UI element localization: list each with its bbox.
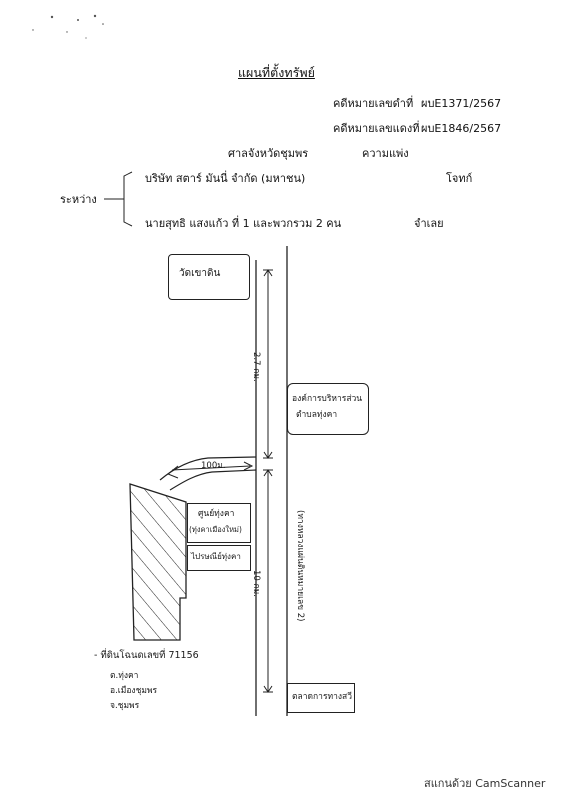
black-case-number: ผบE1371/2567 — [421, 97, 502, 110]
post-office-label: ไปรษณีย์ทุ่งคา — [191, 552, 241, 561]
temple-box: วัดเขาดิน — [168, 254, 250, 300]
location-district: อ.เมืองชุมพร — [110, 686, 158, 696]
location-subdistrict: ต.ทุ่งคา — [110, 671, 139, 681]
red-case-number: ผบE1846/2567 — [421, 122, 502, 135]
page-title: แผนที่ตั้งทรัพย์ — [238, 65, 315, 80]
admin-office-box: องค์การบริหารส่วน ตำบลทุ่งคา — [287, 383, 369, 435]
plaintiff-role: โจทก์ — [446, 172, 473, 185]
health-center-box: ศูนย์ทุ่งคา (ทุ่งคาเมืองใหม่) — [187, 503, 251, 543]
temple-label: วัดเขาดิน — [179, 268, 221, 279]
scanner-watermark: สแกนด้วย CamScanner — [424, 777, 546, 790]
between-label: ระหว่าง — [60, 193, 97, 206]
health-center-line1: ศูนย์ทุ่งคา — [198, 509, 235, 519]
defendant-role: จำเลย — [414, 217, 444, 230]
police-box: ตลาดการทางสวี — [287, 683, 355, 713]
location-province: จ.ชุมพร — [110, 701, 140, 711]
land-parcel — [129, 483, 187, 641]
road-name: (ทางหลวงแผ่นดินหมายเลข 2) — [295, 510, 305, 622]
plaintiff-name: บริษัท สตาร์ มันนี่ จำกัด (มหาชน) — [145, 172, 306, 185]
court-name: ศาลจังหวัดชุมพร — [228, 147, 309, 160]
parties-bracket — [123, 171, 133, 227]
health-center-line2: (ทุ่งคาเมืองใหม่) — [189, 525, 242, 534]
police-label: ตลาดการทางสวี — [292, 692, 352, 702]
distance-branch: 100ม. — [201, 461, 226, 471]
black-case-label: คดีหมายเลขดำที่ — [333, 97, 414, 110]
distance-lower: 10 กม. — [251, 570, 261, 597]
distance-upper: 2.7 กม. — [251, 352, 261, 382]
branch-road — [159, 456, 257, 481]
red-case-label: คดีหมายเลขแดงที่ — [333, 122, 420, 135]
land-title: - ที่ดินโฉนดเลขที่ 71156 — [94, 650, 199, 661]
admin-office-line1: องค์การบริหารส่วน — [292, 394, 363, 404]
defendant-name: นายสุทธิ แสงแก้ว ที่ 1 และพวกรวม 2 คน — [145, 217, 342, 230]
admin-office-line2: ตำบลทุ่งคา — [296, 410, 338, 420]
case-type: ความแพ่ง — [362, 147, 409, 160]
post-office-box: ไปรษณีย์ทุ่งคา — [187, 545, 251, 571]
